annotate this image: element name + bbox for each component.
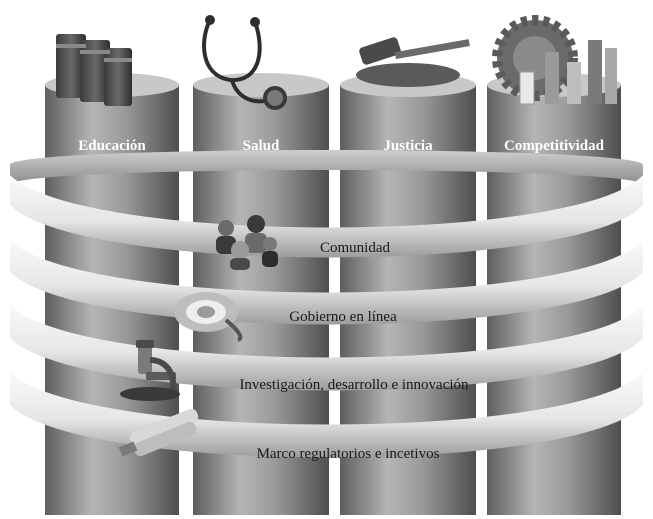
people-group-icon	[216, 215, 278, 270]
band-label-investigacion: Investigación, desarrollo e innovación	[239, 377, 469, 393]
ring-2	[10, 240, 643, 325]
ring-1	[10, 150, 643, 258]
band-label-comunidad: Comunidad	[320, 240, 390, 256]
at-sign-icon	[174, 292, 243, 342]
band-label-gobierno-en-linea: Gobierno en línea	[289, 309, 397, 325]
band-label-marco-regulatorio: Marco regulatorios e incetivos	[257, 446, 440, 462]
books-icon	[56, 34, 132, 106]
gear-bar-chart-icon	[492, 15, 617, 105]
gavel-icon	[356, 37, 470, 87]
pillar-label-justicia: Justicia	[383, 138, 433, 154]
stethoscope-icon	[202, 15, 287, 110]
pillar-label-competitividad-line1: Competitividad	[504, 138, 605, 154]
pillar-label-educacion: Educación	[78, 138, 146, 154]
scroll-document-icon	[118, 408, 199, 457]
microscope-icon	[120, 340, 180, 401]
pillar-label-salud: Salud	[243, 138, 280, 154]
